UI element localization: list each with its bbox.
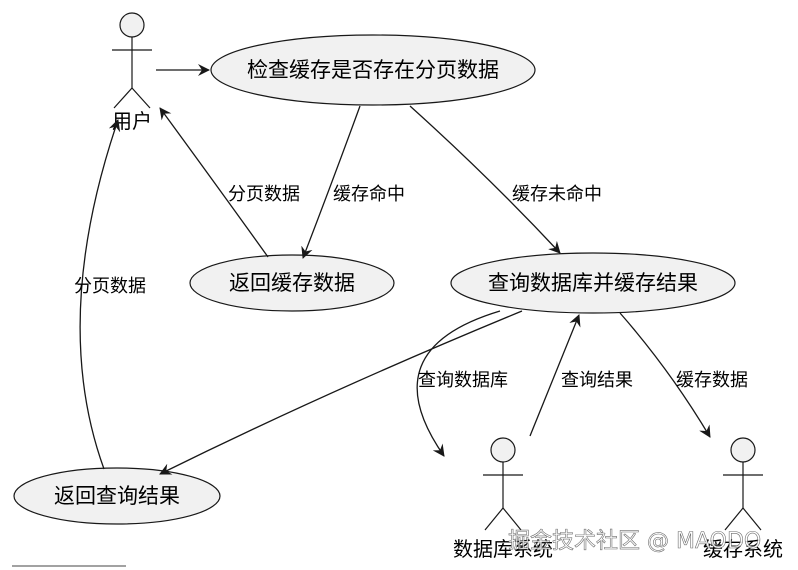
usecase-query-db-label: 查询数据库并缓存结果	[488, 271, 698, 295]
edge-query-to-return	[159, 310, 523, 475]
edge-label-cache-miss: 缓存未命中	[512, 184, 602, 205]
edge-query-result-to-user	[79, 119, 121, 470]
edge-cache-miss	[409, 105, 561, 254]
edge-label-page-data-left: 分页数据	[74, 276, 146, 297]
edge-label-cache-data: 缓存数据	[676, 370, 748, 391]
usecase-query-db: 查询数据库并缓存结果	[450, 252, 736, 314]
edge-cache-to-user	[159, 107, 269, 258]
actor-cache-system-label: 缓存系统	[703, 537, 783, 561]
usecase-return-cache-label: 返回缓存数据	[229, 271, 355, 295]
usecase-return-query: 返回查询结果	[13, 467, 221, 525]
watermark: 掘金技术社区 @ MAODO	[508, 529, 761, 554]
edge-query-to-db	[416, 310, 501, 457]
edge-label-page-data-mid: 分页数据	[228, 184, 300, 205]
actor-db-system: 数据库系统	[453, 437, 553, 561]
edge-label-cache-hit: 缓存命中	[333, 184, 405, 205]
usecase-check-cache: 检查缓存是否存在分页数据	[210, 34, 536, 106]
actor-cache-system: 缓存系统	[703, 437, 783, 561]
edge-query-to-cache	[619, 312, 711, 438]
edge-label-query-result: 查询结果	[561, 370, 633, 391]
actor-head	[119, 12, 145, 38]
edge-label-query-database: 查询数据库	[418, 370, 508, 391]
edge-db-to-query	[529, 314, 581, 437]
edge-cache-hit	[301, 105, 361, 259]
usecase-return-query-label: 返回查询结果	[54, 484, 180, 508]
actor-user: 用户	[112, 12, 152, 133]
usecase-check-cache-label: 检查缓存是否存在分页数据	[247, 58, 499, 82]
actor-db-system-label: 数据库系统	[453, 537, 553, 561]
actor-head	[730, 437, 756, 463]
actor-head	[490, 437, 516, 463]
usecase-return-cache: 返回缓存数据	[189, 254, 395, 312]
